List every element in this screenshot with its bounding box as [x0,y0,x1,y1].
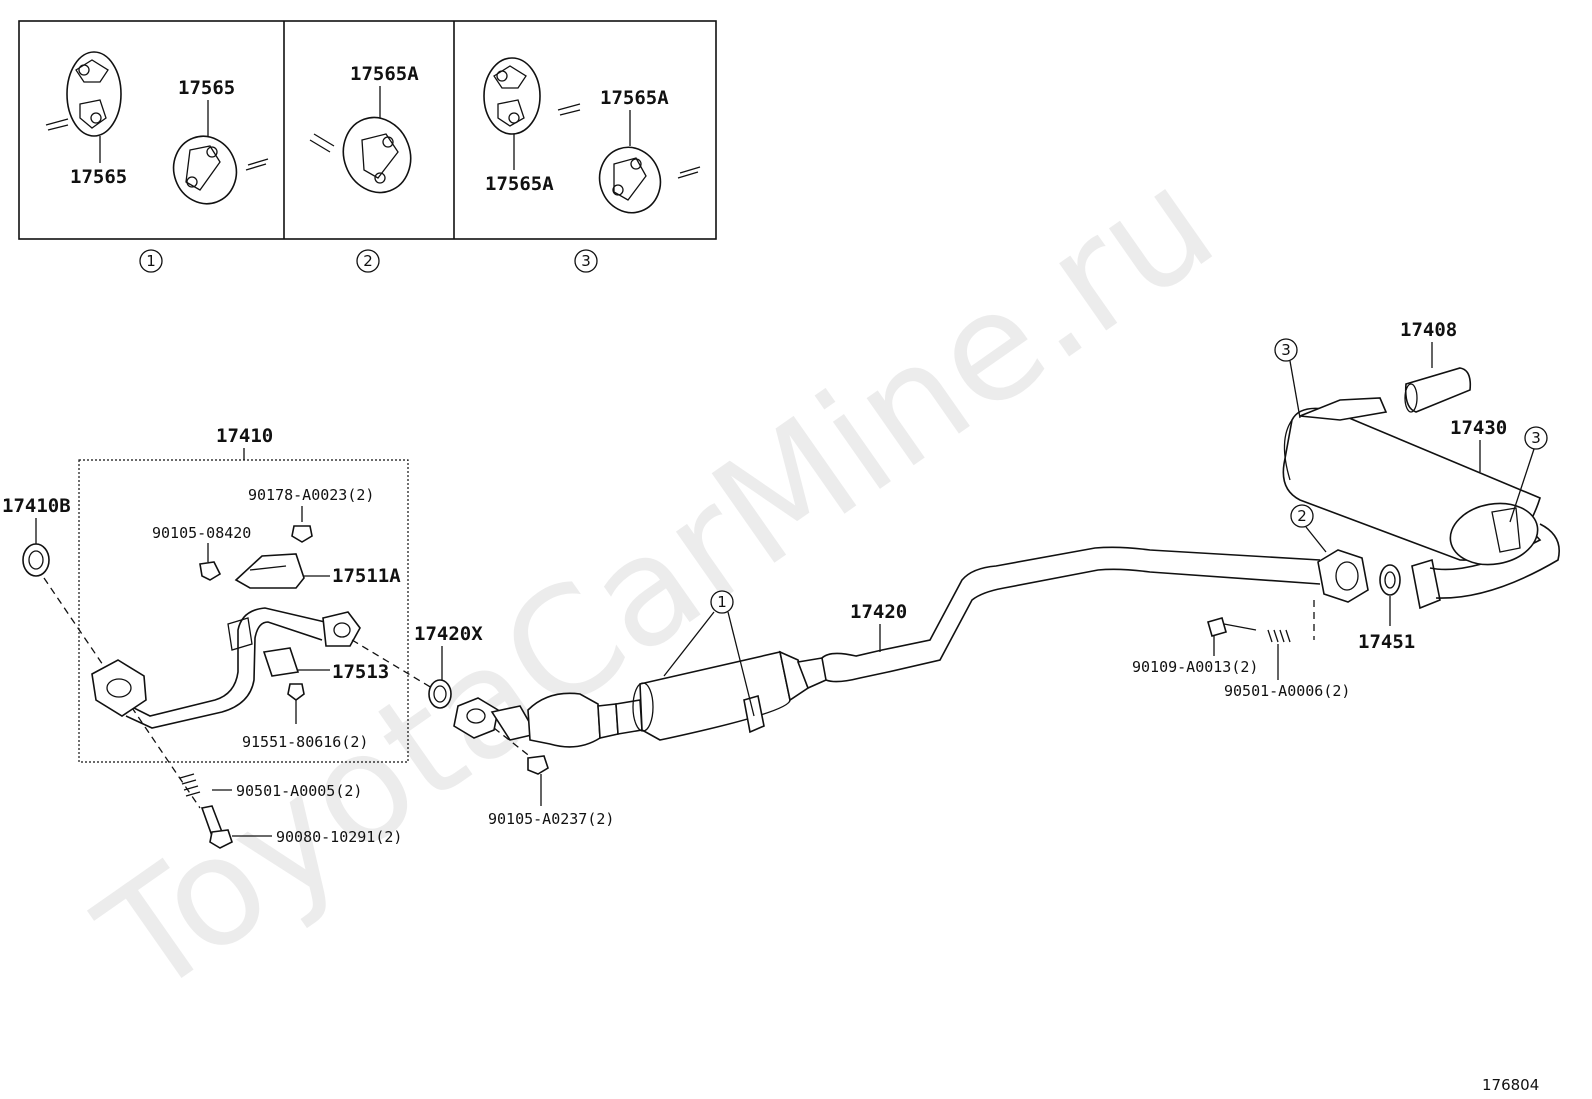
inset-2-hanger: 17565A [309,63,419,194]
tail-pipe-flange [1317,549,1369,603]
part-label-90109-A0013: 90109-A0013(2) [1132,658,1258,676]
svg-text:1: 1 [146,252,156,270]
leader-line [663,611,715,677]
hanger-rod-left [45,118,69,131]
compression-spring-icon [1267,629,1291,643]
part-label-17408: 17408 [1400,319,1457,341]
rubber-hanger-icon [342,116,412,194]
part-label-17565-upper: 17565 [178,77,235,99]
part-label-17451: 17451 [1358,631,1415,653]
inset-number-3: 3 [574,249,598,273]
heat-insulator-17513 [262,647,300,677]
part-label-90501-A0006: 90501-A0006(2) [1224,682,1350,700]
hanger-rod-left [309,133,335,153]
inset-1-hangers: 17565 17565 [45,51,269,205]
nut-icon [291,525,313,543]
rubber-hanger-icon [172,135,238,205]
front-pipe-assembly-box [78,459,409,763]
tail-pipe-tip-17408 [1404,367,1472,413]
inset-3-hangers: 17565A 17565A [483,57,701,214]
leader-line [1305,526,1327,553]
rubber-hanger-icon [483,57,541,135]
part-label-17513: 17513 [332,661,389,683]
diagram-id: 176804 [1482,1076,1539,1094]
bolt-icon [200,805,233,849]
gasket-17451 [1379,564,1401,596]
inset-number-2: 2 [356,249,380,273]
heat-insulator-17511A [234,553,305,589]
svg-text:3: 3 [1531,429,1541,447]
hanger-inset-panel: 17565 17565 17565A [18,20,717,240]
part-label-91551-80616: 91551-80616(2) [242,733,368,751]
part-label-17511A: 17511A [332,565,401,587]
part-label-90080-10291: 90080-10291(2) [276,828,402,846]
muffler-17430 [1282,397,1560,610]
leader-line [727,611,755,717]
part-label-17565A-lower: 17565A [485,173,554,195]
hanger-rod [557,103,581,116]
part-label-17420X: 17420X [414,623,483,645]
part-label-17565A-upper: 17565A [600,87,669,109]
svg-text:2: 2 [1297,507,1307,525]
gasket-17410B [22,543,50,577]
part-label-90105-A0237: 90105-A0237(2) [488,810,614,828]
catalytic-converter-pipe-17420 [453,546,1321,748]
callout-3: 3 [1274,338,1298,362]
callout-2: 2 [1290,504,1314,528]
part-label-90178-A0023: 90178-A0023(2) [248,486,374,504]
callout-3: 3 [1524,426,1548,450]
bolt-icon [287,683,305,724]
svg-text:3: 3 [1281,341,1291,359]
bolt-icon [527,755,549,775]
rubber-hanger-icon [66,51,122,137]
leader-line [1289,360,1301,419]
inset-number-1: 1 [139,249,163,273]
rubber-hanger-icon [598,146,662,214]
leader-line [1509,448,1535,523]
part-label-17420: 17420 [850,601,907,623]
svg-text:2: 2 [363,252,373,270]
svg-text:3: 3 [581,252,591,270]
compression-spring-icon [179,773,201,797]
front-exhaust-pipe [91,607,361,729]
hanger-rod [677,166,701,179]
hanger-rod-right [245,158,269,171]
bolt-icon [1207,617,1257,637]
part-label-90501-A0005: 90501-A0005(2) [236,782,362,800]
part-label-17430: 17430 [1450,417,1507,439]
svg-text:1: 1 [717,593,727,611]
part-label-17410: 17410 [216,425,273,447]
part-label-17565A: 17565A [350,63,419,85]
part-label-90105-08420: 90105-08420 [152,524,251,542]
gasket-17420X [428,679,452,709]
gasket-alignment-line [351,639,433,689]
bolt-axis-line [493,727,533,759]
part-label-17410B: 17410B [2,495,71,517]
bolt-icon [199,561,222,581]
part-label-17565-lower: 17565 [70,166,127,188]
callout-1: 1 [710,590,734,614]
